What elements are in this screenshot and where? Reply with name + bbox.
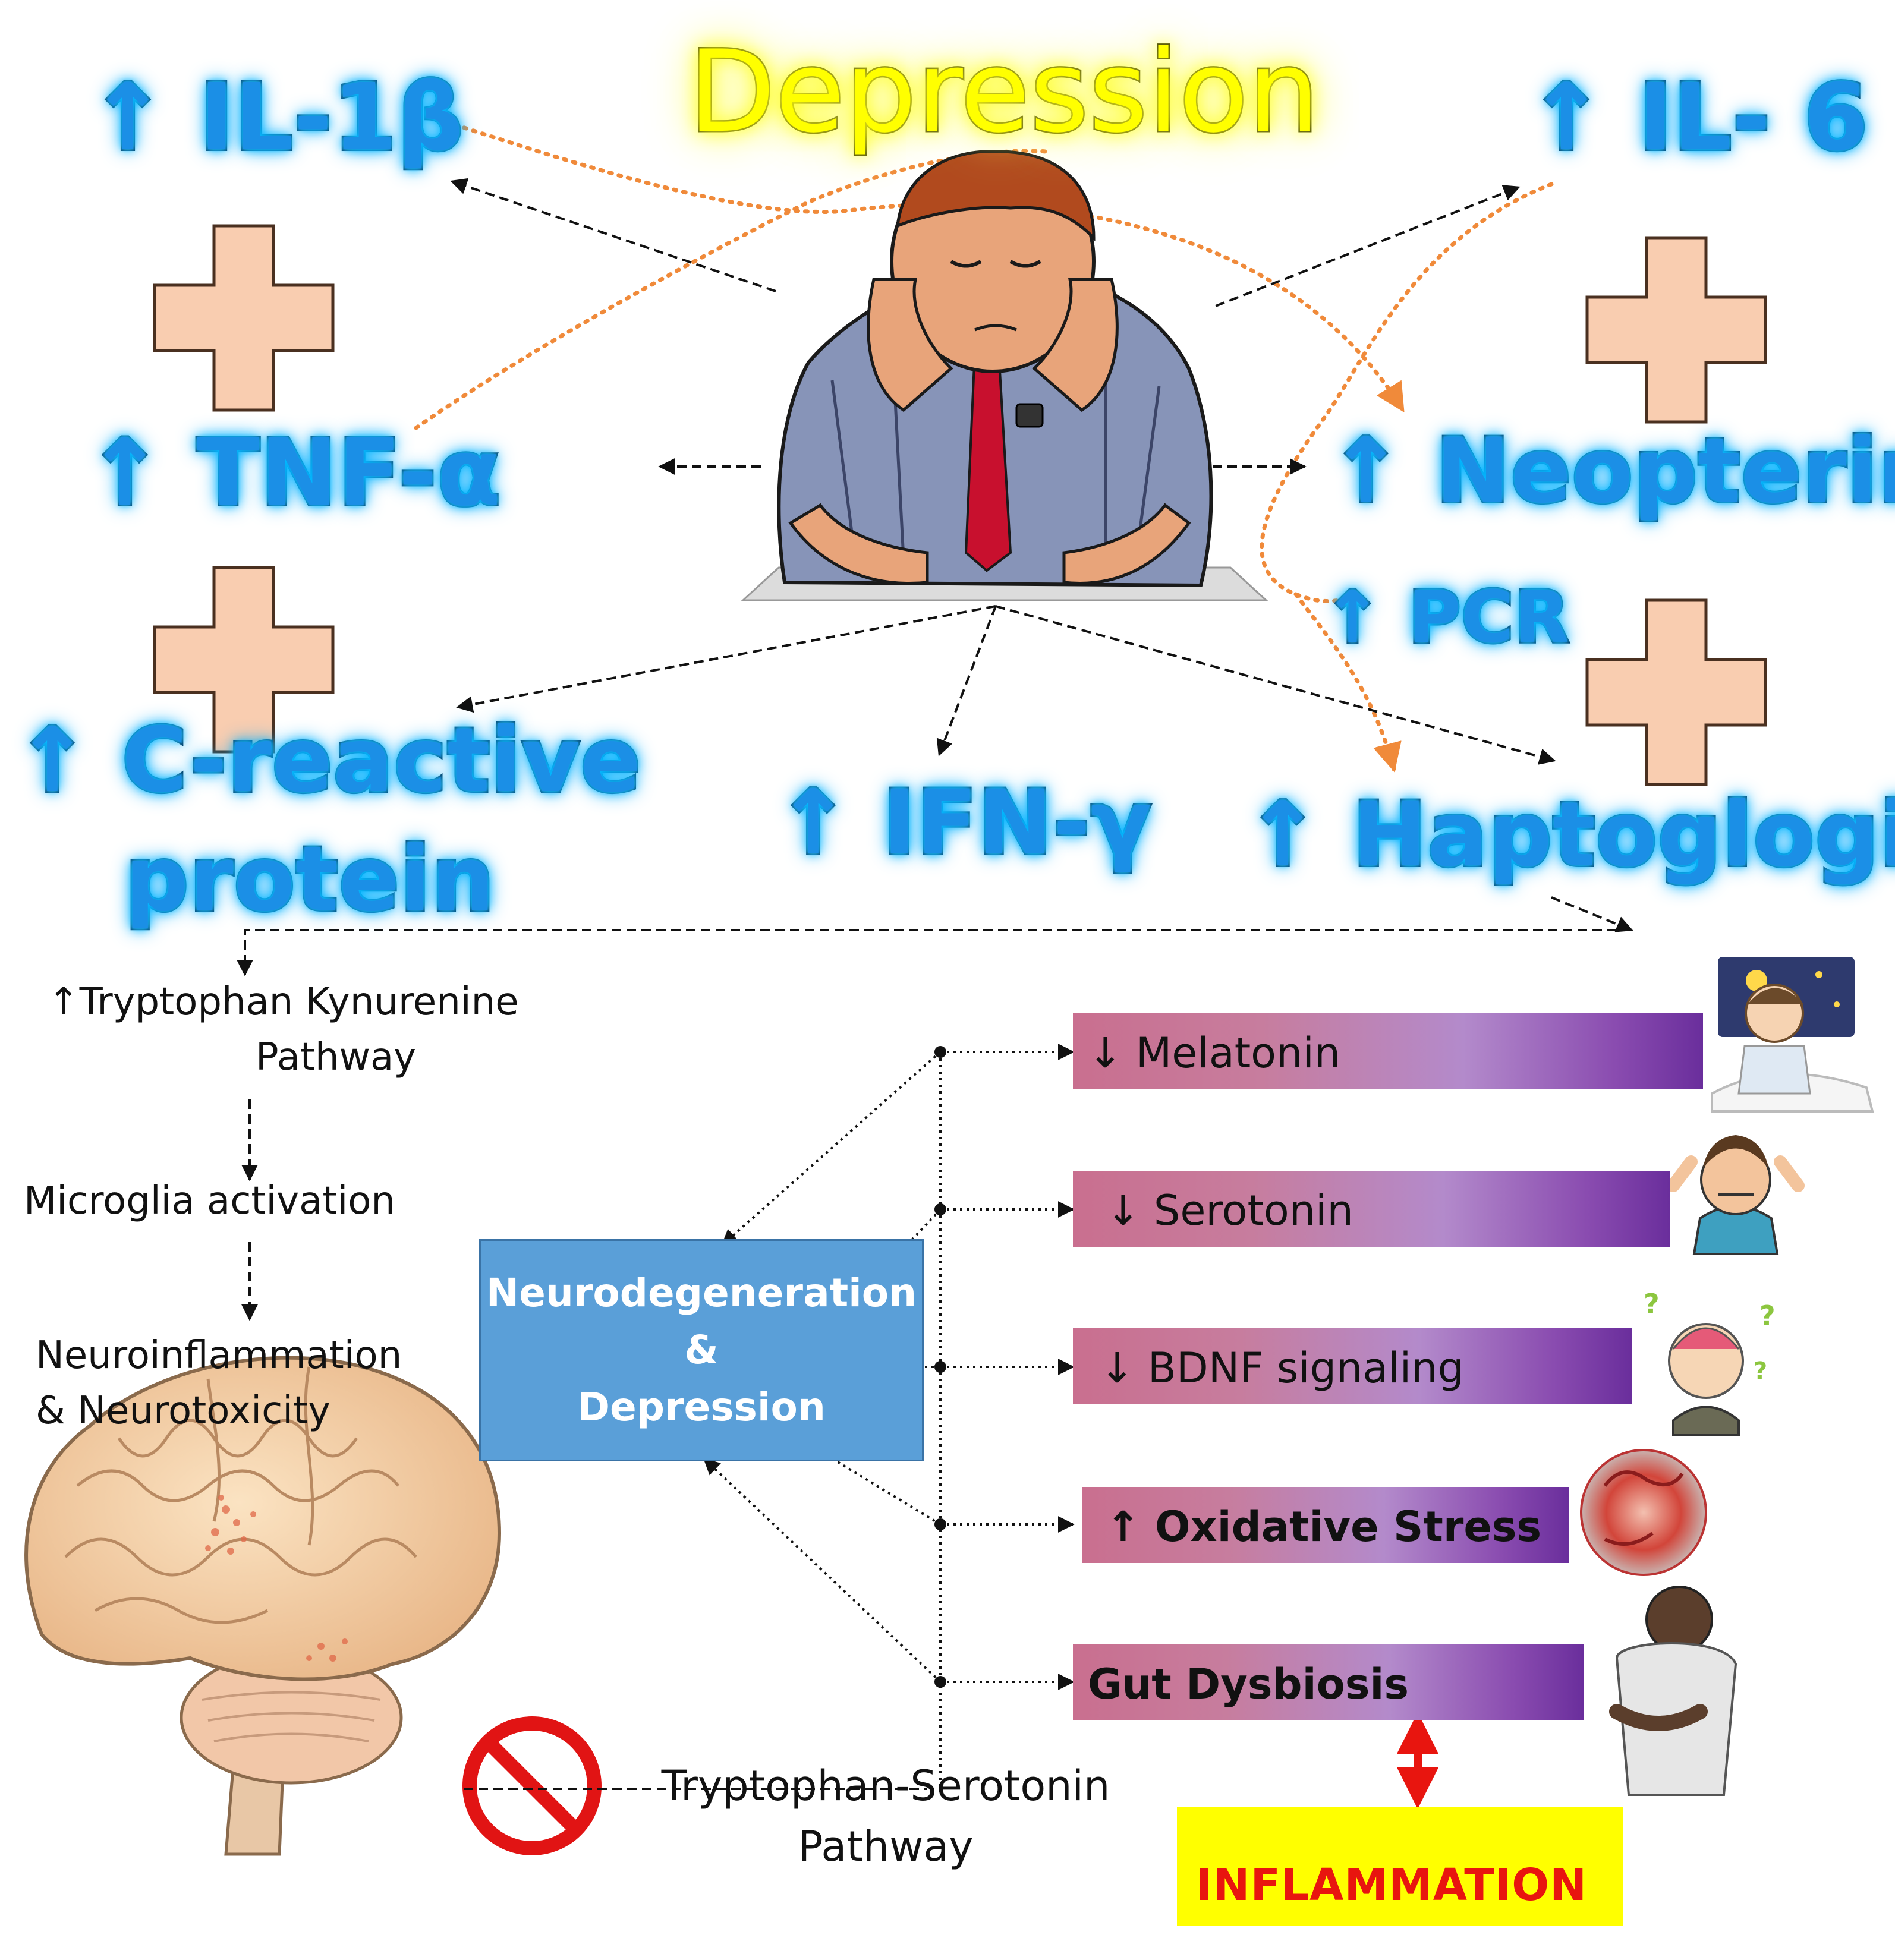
plus-icon: [1585, 236, 1767, 424]
microglia-label: Microglia activation: [24, 1179, 395, 1223]
person-output-arrows: [237, 178, 1633, 1321]
melatonin-bar: [1073, 1013, 1703, 1089]
crp-label-line2: protein: [123, 828, 496, 931]
svg-text:?: ?: [1644, 1288, 1660, 1320]
brain-icon: [24, 1356, 502, 1856]
neopterin-label: ↑ Neopterin: [1327, 420, 1895, 523]
prohibition-icon: [462, 1716, 602, 1855]
inflammation-label: INFLAMMATION: [1196, 1860, 1588, 1911]
haptoglobin-label: ↑ Haptoglogin: [1244, 783, 1895, 887]
serotonin-pathway-label: Tryptophan-Serotonin Pathway: [618, 1756, 1153, 1877]
kynurenine-line2: Pathway: [256, 1035, 417, 1079]
stressed-person-icon: [1667, 1135, 1805, 1255]
plus-icon: [153, 224, 335, 412]
depressed-man-icon: [741, 150, 1268, 601]
gut-dysbiosis-bar: [1073, 1644, 1584, 1720]
neuroinflammation-line2: & Neurotoxicity: [36, 1388, 330, 1433]
damaged-cell-icon: [1580, 1449, 1707, 1576]
ifng-label: ↑ IFN-γ: [774, 771, 1153, 875]
plus-icon: [1585, 598, 1767, 786]
bdnf-bar: [1073, 1328, 1632, 1404]
kynurenine-pathway-label: ↑Tryptophan Kynurenine Pathway: [48, 975, 583, 1085]
plus-icon: [153, 566, 335, 754]
serotonin-pathway-line1: Tryptophan-Serotonin: [661, 1762, 1110, 1810]
il6-label: ↑ IL- 6: [1526, 64, 1869, 171]
neuro-box-line2: &: [684, 1327, 719, 1373]
svg-text:?: ?: [1759, 1300, 1776, 1332]
crp-label-line1: ↑ C-reactive: [13, 709, 643, 812]
neurodegeneration-box: Neurodegeneration & Depression: [479, 1239, 924, 1461]
melatonin-label: ↓ Melatonin: [1088, 1029, 1341, 1077]
tnfa-label: ↑ TNF-α: [84, 419, 502, 527]
sleepless-person-icon: [1711, 957, 1874, 1113]
serotonin-pathway-line2: Pathway: [798, 1822, 974, 1871]
svg-text:?: ?: [1754, 1357, 1767, 1385]
neuro-box-line1: Neurodegeneration: [486, 1270, 917, 1316]
kynurenine-line1: ↑Tryptophan Kynurenine: [48, 980, 519, 1024]
neuro-box-line3: Depression: [577, 1384, 826, 1430]
pcr-label: ↑ PCR: [1321, 576, 1571, 659]
inflammation-box: [1177, 1807, 1623, 1926]
oxidative-stress-bar: [1082, 1487, 1569, 1563]
page-title: Depression: [687, 26, 1321, 157]
il1b-label: ↑ IL-1β: [87, 64, 465, 171]
gut-dysbiosis-label: Gut Dysbiosis: [1088, 1660, 1409, 1709]
serotonin-label: ↓ Serotonin: [1106, 1186, 1353, 1235]
bdnf-label: ↓ BDNF signaling: [1100, 1344, 1465, 1392]
neuroinflammation-label: Neuroinflammation & Neurotoxicity: [36, 1328, 402, 1439]
oxidative-stress-label: ↑ Oxidative Stress: [1106, 1502, 1542, 1551]
serotonin-bar: [1073, 1171, 1670, 1247]
connector-nodes: [934, 1046, 946, 1688]
confused-elderly-icon: ? ? ?: [1644, 1288, 1776, 1436]
neuroinflammation-line1: Neuroinflammation: [36, 1334, 402, 1378]
stomach-ache-person-icon: [1609, 1586, 1737, 1796]
